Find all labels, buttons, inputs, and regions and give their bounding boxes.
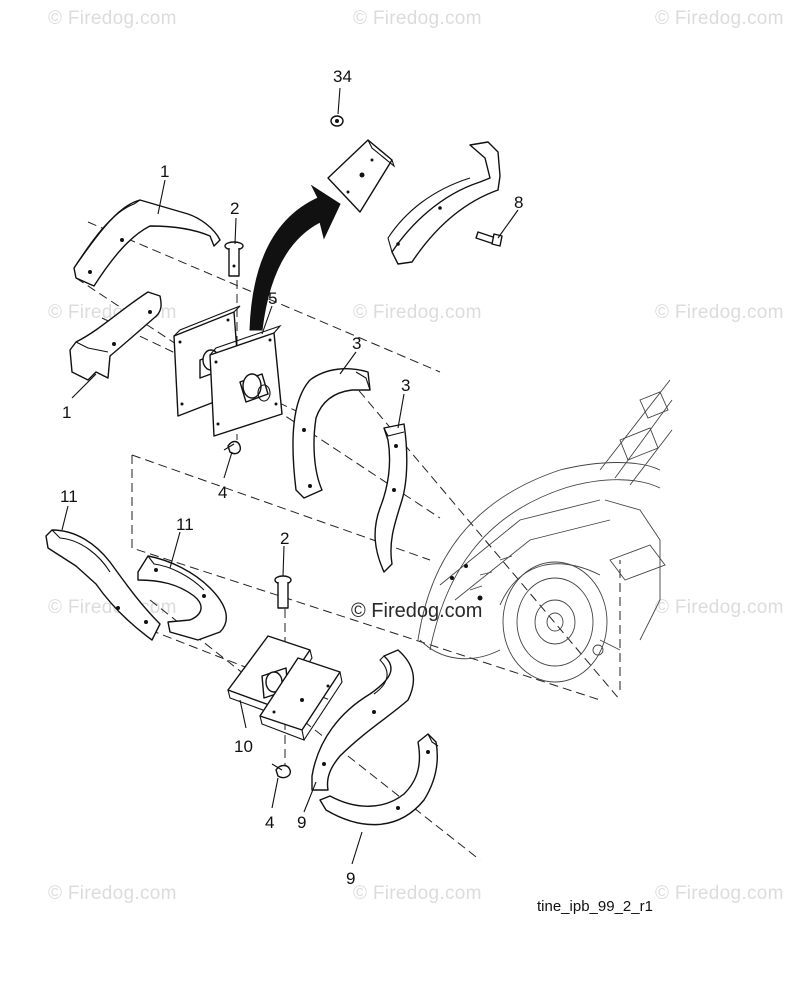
callout-9-lower: 9 [346, 869, 355, 888]
callout-9-upper: 9 [297, 813, 306, 832]
flange-assembly-5 [173, 305, 283, 437]
callout-11-right: 11 [176, 515, 194, 534]
callout-5: 5 [268, 289, 277, 308]
tiller-transmission-housing [417, 379, 673, 683]
callout-1-lower: 1 [62, 403, 71, 422]
tine-3-right [374, 423, 408, 573]
callout-3-left: 3 [352, 334, 361, 353]
bolt-8 [475, 231, 503, 247]
callout-1-upper: 1 [160, 162, 169, 181]
callout-2-upper: 2 [230, 199, 239, 218]
callout-4-lower: 4 [265, 813, 274, 832]
callout-11-left: 11 [60, 487, 78, 506]
flange-assembly-10 [227, 635, 343, 741]
tine-3-left [292, 368, 371, 499]
detail-tine [387, 141, 501, 265]
callout-34: 34 [333, 67, 352, 86]
callout-8: 8 [514, 193, 523, 212]
watermark: © Firedog.com [655, 597, 784, 618]
callout-4-upper: 4 [218, 483, 227, 502]
tine-1-upper [73, 199, 221, 287]
watermark: © Firedog.com [48, 8, 177, 29]
nut-34 [330, 115, 344, 127]
watermark: © Firedog.com [655, 8, 784, 29]
watermark: © Firedog.com [353, 302, 482, 323]
watermark: © Firedog.com [353, 8, 482, 29]
clevis-pin-2-upper [224, 241, 244, 277]
detail-arrow [249, 184, 341, 331]
watermark-center: © Firedog.com [351, 600, 483, 622]
callout-2-lower: 2 [280, 529, 289, 548]
callout-10: 10 [234, 737, 253, 756]
hairpin-clip-4-upper [223, 440, 242, 455]
assembly-center-lines [75, 221, 621, 861]
detail-mounting-plate [327, 139, 396, 213]
callout-3-right: 3 [401, 376, 410, 395]
hairpin-clip-4-lower [271, 763, 291, 779]
tine-9-upper [311, 649, 415, 791]
tine-9-lower [319, 733, 439, 826]
callout-labels: 34 8 1 1 2 5 3 3 4 11 11 2 10 4 9 9 [60, 67, 523, 888]
leader-lines [61, 87, 519, 865]
figure-identifier: tine_ipb_99_2_r1 [537, 898, 653, 915]
clevis-pin-2-lower [274, 575, 292, 609]
watermark: © Firedog.com [353, 883, 482, 904]
watermark: © Firedog.com [655, 883, 784, 904]
watermark: © Firedog.com [48, 883, 177, 904]
tine-11-left [45, 529, 161, 641]
watermark: © Firedog.com [655, 302, 784, 323]
tine-11-right [137, 555, 228, 641]
tine-1-lower [69, 291, 162, 381]
